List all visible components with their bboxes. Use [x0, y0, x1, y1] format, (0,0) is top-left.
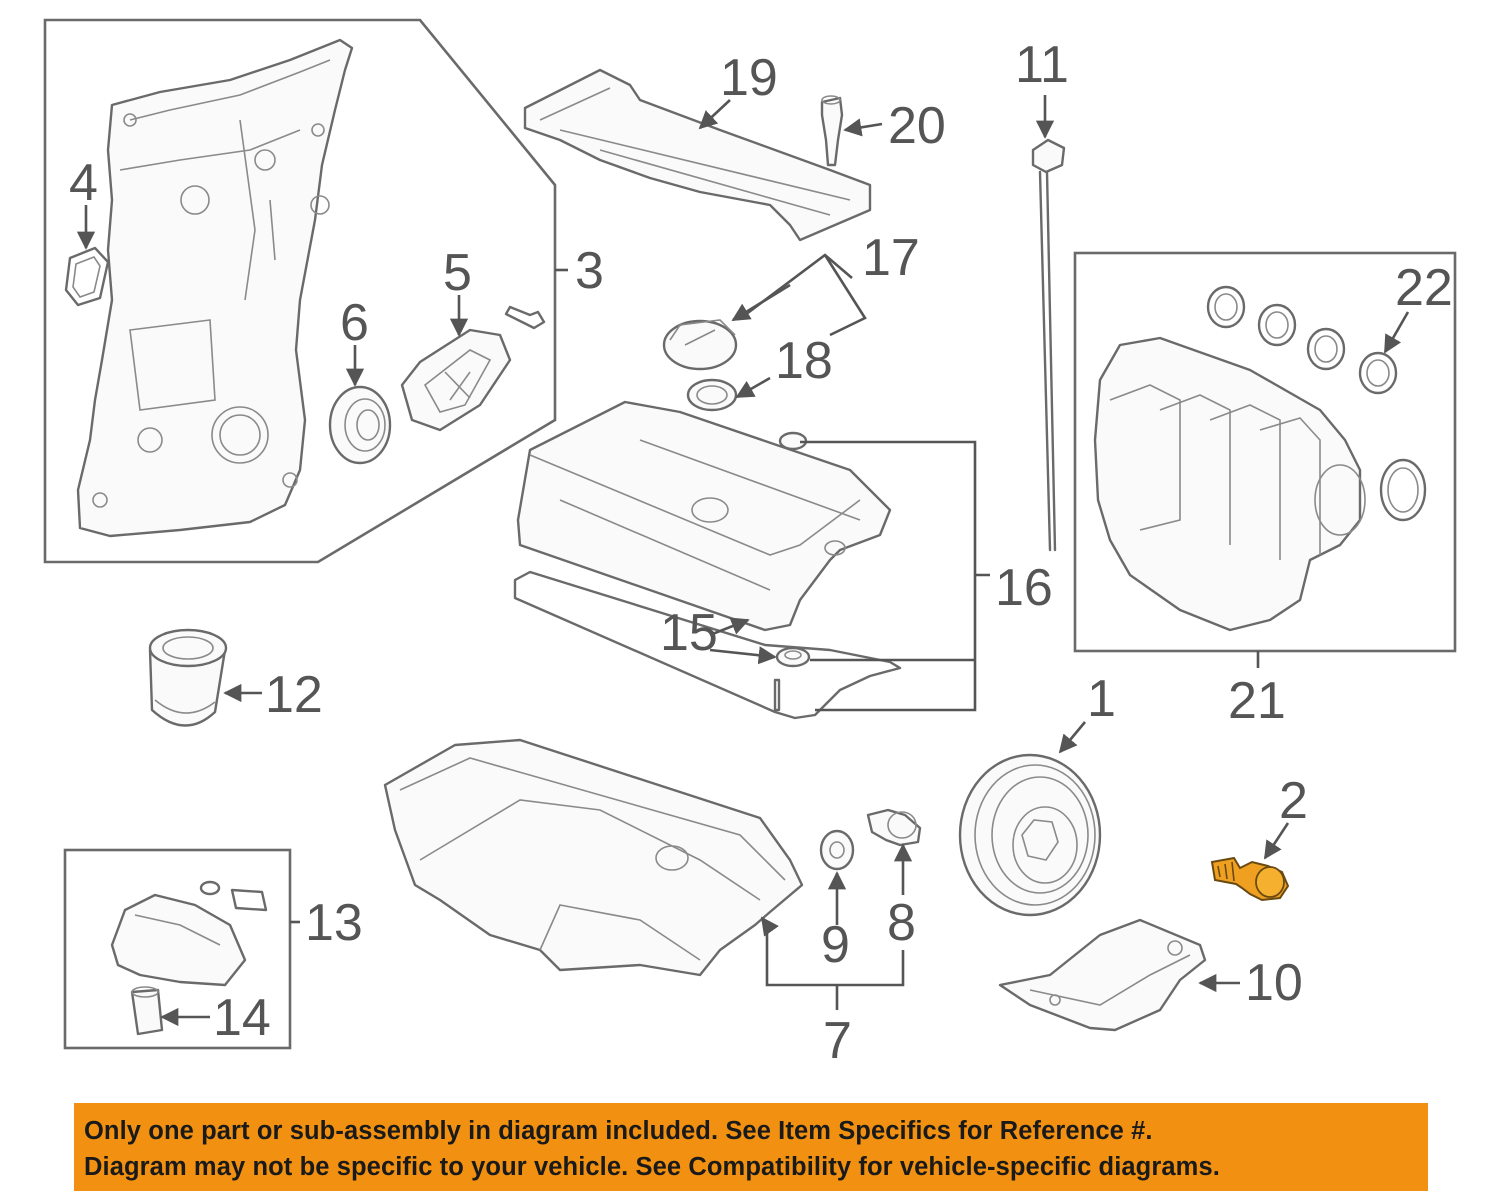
o-rings-part-22[interactable] — [1206, 285, 1398, 395]
callout-15: 15 — [660, 604, 718, 662]
throttle-gasket[interactable] — [1379, 458, 1427, 522]
callout-19: 19 — [720, 49, 778, 107]
crank-bolt-part-2-highlighted[interactable] — [1210, 856, 1290, 902]
leader-22 — [1383, 311, 1410, 354]
valve-cover-part-16[interactable] — [516, 400, 892, 632]
bolt-part-16[interactable] — [773, 678, 781, 712]
cover-part-5[interactable] — [400, 328, 512, 432]
leader-20 — [843, 118, 883, 137]
leader-17 — [731, 283, 791, 322]
callout-14: 14 — [213, 989, 271, 1047]
washer-part-9[interactable] — [819, 829, 855, 871]
oil-filter-part-12[interactable] — [148, 628, 228, 727]
leader-18 — [735, 376, 771, 399]
callout-2: 2 — [1279, 772, 1308, 830]
oil-pan-part-7[interactable] — [383, 738, 804, 977]
dipstick-part-11[interactable] — [1031, 138, 1066, 552]
leader-7-bracket — [760, 916, 837, 987]
callout-12: 12 — [265, 666, 323, 724]
bolt-part-5[interactable] — [504, 305, 546, 330]
disclaimer-banner: Only one part or sub-assembly in diagram… — [74, 1103, 1428, 1191]
callout-9: 9 — [821, 916, 850, 974]
timing-cover-part-3[interactable] — [76, 38, 354, 538]
intake-manifold-part-21[interactable] — [1093, 336, 1366, 632]
leader-19 — [698, 99, 731, 130]
callout-8: 8 — [887, 894, 916, 952]
timing-cover-group-box — [43, 18, 557, 564]
gasket-part-4[interactable] — [64, 246, 110, 307]
crank-pulley-part-1[interactable] — [958, 753, 1102, 917]
oil-pump-group-box — [63, 848, 292, 1050]
disclaimer-line-2: Diagram may not be specific to your vehi… — [84, 1153, 1220, 1181]
sleeve-part-14[interactable] — [130, 986, 164, 1036]
leader-2 — [1263, 822, 1290, 860]
callout-3: 3 — [575, 242, 604, 300]
leader-15 — [709, 617, 750, 637]
leader-15b — [709, 646, 777, 665]
washer-part-15[interactable] — [775, 646, 811, 668]
disclaimer-line-1: Only one part or sub-assembly in diagram… — [84, 1117, 1153, 1145]
callout-7: 7 — [823, 1012, 852, 1070]
callout-21: 21 — [1228, 672, 1286, 730]
drain-plug-part-8[interactable] — [866, 808, 922, 847]
intake-manifold-group-box — [1073, 251, 1457, 653]
leader-17-18-bracket — [744, 253, 867, 337]
leader-16-bracket — [800, 440, 990, 712]
callout-17: 17 — [862, 229, 920, 287]
leader-1 — [1058, 721, 1086, 754]
engine-cover-part-19[interactable] — [523, 68, 872, 242]
callout-16: 16 — [995, 559, 1053, 617]
callout-6: 6 — [340, 294, 369, 352]
callout-18: 18 — [775, 332, 833, 390]
callout-20: 20 — [888, 97, 946, 155]
cap-gasket-part-18[interactable] — [686, 378, 738, 412]
oil-pump-part-13[interactable] — [110, 880, 268, 987]
callout-13: 13 — [305, 894, 363, 952]
filler-cap-part-17[interactable] — [662, 319, 738, 371]
callout-1: 1 — [1087, 670, 1116, 728]
leader-7-right — [835, 950, 905, 1010]
bracket-part-10[interactable] — [998, 918, 1207, 1032]
callout-5: 5 — [443, 244, 472, 302]
callout-22: 22 — [1395, 259, 1453, 317]
stud-part-20[interactable] — [820, 95, 844, 167]
engine-parts-diagram: 1 2 3 4 5 6 7 8 9 10 11 12 13 14 15 16 1… — [43, 18, 1457, 1070]
callout-10: 10 — [1245, 954, 1303, 1012]
callout-4: 4 — [69, 154, 98, 212]
seal-part-6[interactable] — [328, 385, 392, 465]
callout-11: 11 — [1015, 36, 1069, 94]
valve-cover-gasket[interactable] — [513, 570, 902, 720]
